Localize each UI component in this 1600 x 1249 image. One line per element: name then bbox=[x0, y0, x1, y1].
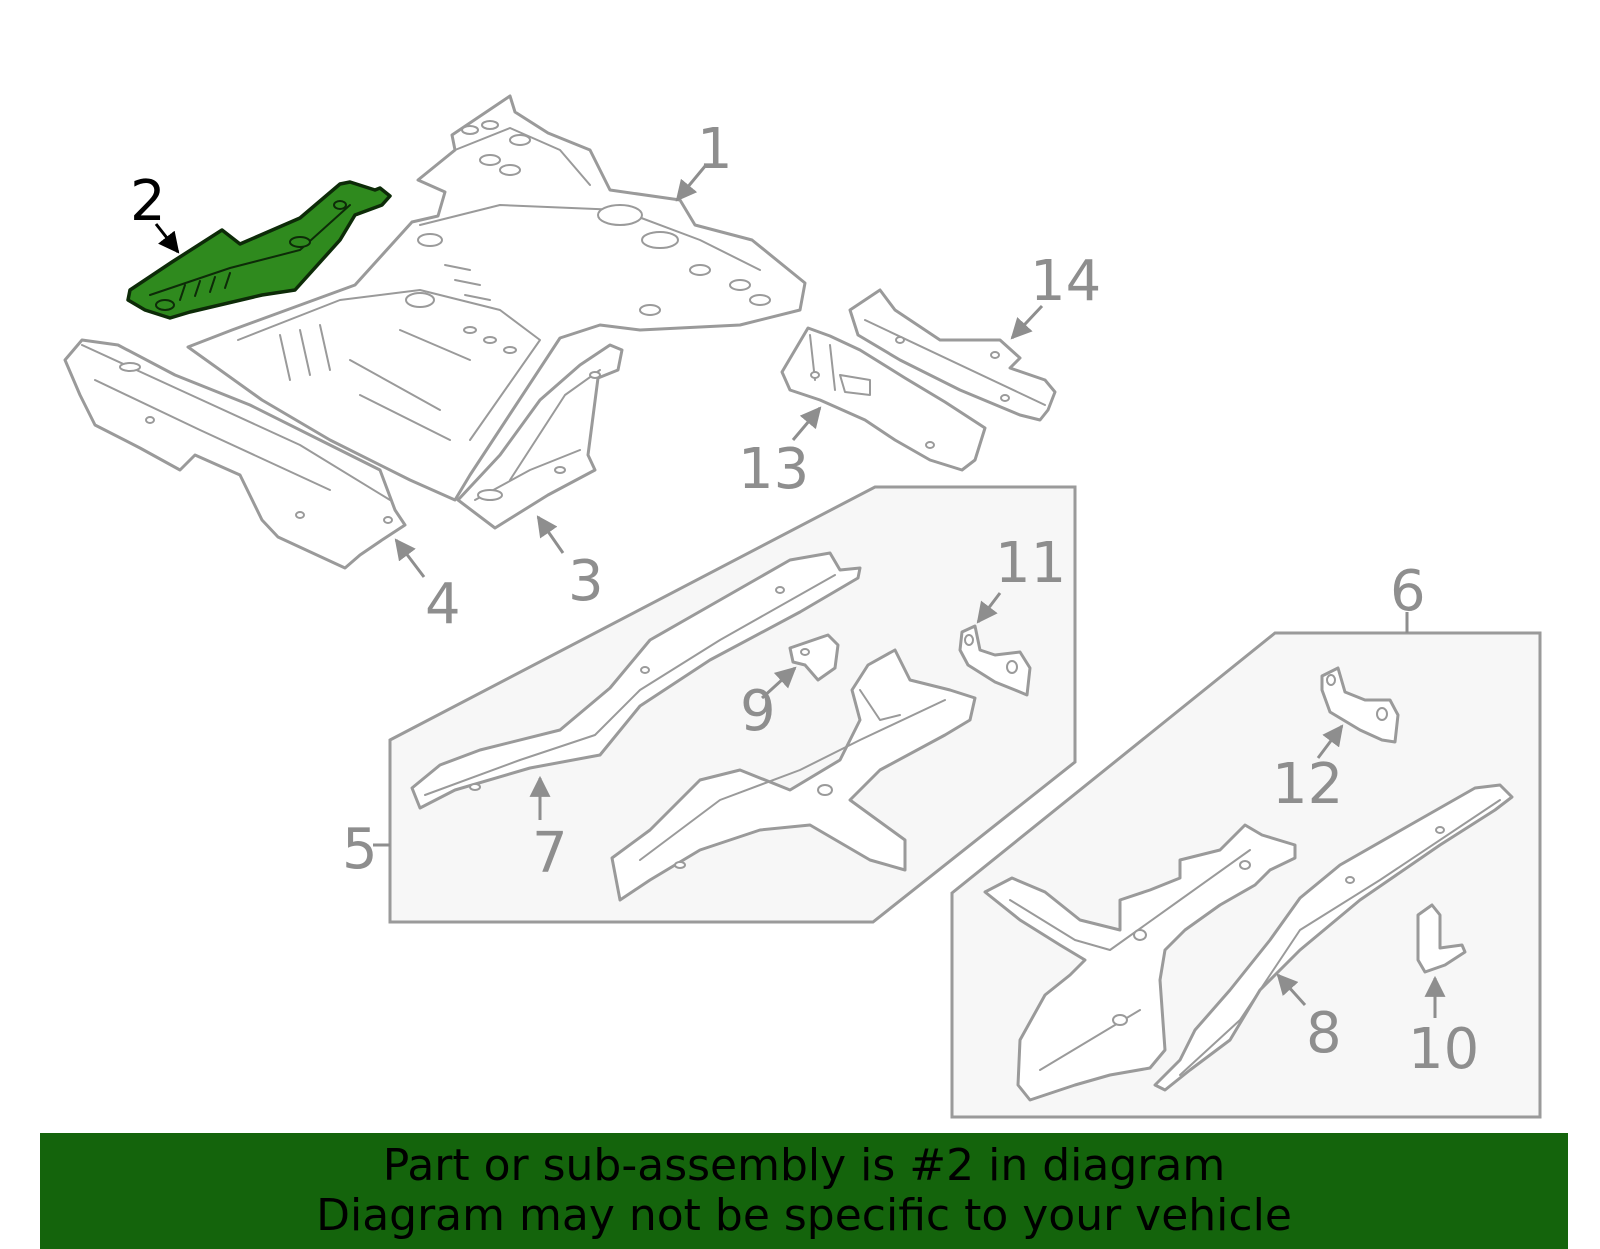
callout-10: 10 bbox=[1408, 1017, 1479, 1082]
group-box-5 bbox=[388, 485, 1077, 924]
callout-11: 11 bbox=[995, 531, 1066, 596]
part-2-highlighted[interactable] bbox=[126, 180, 392, 320]
arrow-4 bbox=[394, 538, 426, 578]
part-6-front-member[interactable] bbox=[983, 823, 1297, 1102]
part-5-front-member[interactable] bbox=[610, 648, 977, 902]
arrow-8 bbox=[1276, 973, 1307, 1007]
part-10-bracket[interactable] bbox=[1416, 903, 1467, 974]
part-11-bracket[interactable] bbox=[958, 624, 1032, 697]
callout-1: 1 bbox=[697, 117, 733, 182]
callout-4: 4 bbox=[425, 572, 461, 637]
arrow-13 bbox=[791, 406, 822, 441]
part-7-side-rail[interactable] bbox=[410, 551, 862, 810]
callout-7: 7 bbox=[532, 821, 568, 886]
callout-9: 9 bbox=[740, 679, 776, 744]
arrow-12 bbox=[1316, 724, 1344, 759]
callout-14: 14 bbox=[1030, 249, 1101, 314]
part-13-bracket[interactable] bbox=[780, 326, 987, 472]
callout-8: 8 bbox=[1306, 1001, 1342, 1066]
part-8-side-rail[interactable] bbox=[1153, 783, 1514, 1092]
part-9-bracket[interactable] bbox=[788, 633, 840, 682]
part-3-side-member[interactable] bbox=[456, 343, 624, 530]
callout-13: 13 bbox=[738, 437, 809, 502]
arrow-14 bbox=[1010, 304, 1044, 340]
callout-6: 6 bbox=[1390, 559, 1426, 624]
banner-line-1: Part or sub-assembly is #2 in diagram bbox=[382, 1140, 1226, 1191]
arrow-11 bbox=[976, 592, 1002, 624]
banner-line-2: Diagram may not be specific to your vehi… bbox=[316, 1190, 1292, 1241]
part-12-bracket[interactable] bbox=[1320, 666, 1400, 744]
arrow-2 bbox=[154, 223, 180, 254]
arrow-9 bbox=[760, 666, 797, 700]
callout-12: 12 bbox=[1272, 752, 1343, 817]
callout-2: 2 bbox=[130, 169, 166, 234]
arrow-1 bbox=[675, 164, 708, 202]
part-14-rail[interactable] bbox=[848, 288, 1057, 422]
info-banner: Part or sub-assembly is #2 in diagram Di… bbox=[40, 1133, 1568, 1249]
arrow-3 bbox=[536, 515, 565, 554]
callout-5: 5 bbox=[342, 817, 378, 882]
callout-3: 3 bbox=[568, 549, 604, 614]
part-4-cross-member[interactable] bbox=[63, 338, 407, 570]
